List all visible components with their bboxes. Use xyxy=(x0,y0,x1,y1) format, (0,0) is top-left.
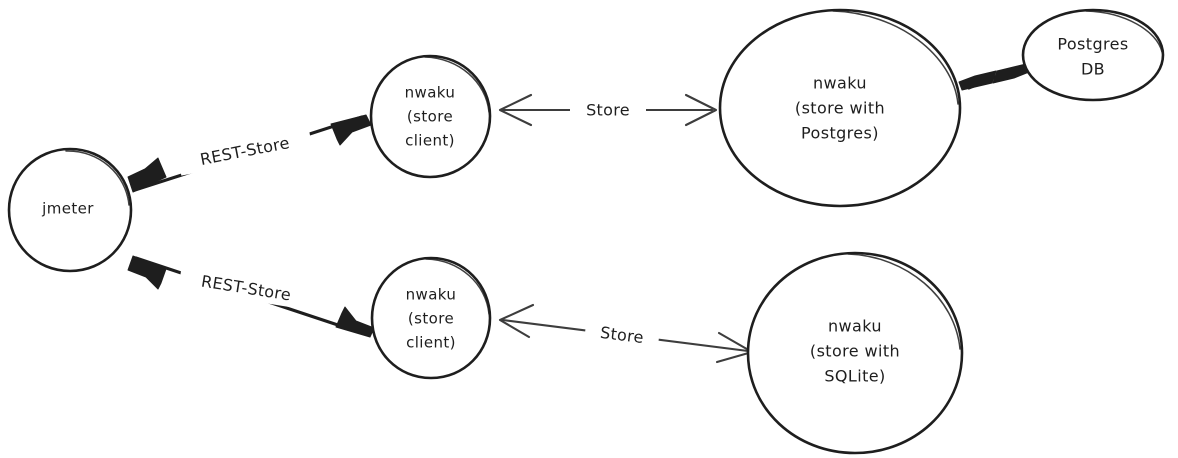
arrowhead-end xyxy=(330,114,372,146)
label-backdrop xyxy=(570,98,646,122)
node-label-line-2: (store xyxy=(407,108,453,126)
node-label-jmeter: jmeter xyxy=(41,200,94,218)
arrowhead-start xyxy=(127,255,167,290)
arrowhead-start xyxy=(498,93,533,127)
arrowhead-end xyxy=(684,93,718,127)
node-label-line-2: (store xyxy=(408,310,454,328)
edge-client-top-to-postgres-node[interactable]: Store xyxy=(498,93,718,127)
node-label-line-2: DB xyxy=(1081,60,1105,79)
edge-jmeter-to-client-top[interactable]: REST-Store xyxy=(127,114,372,193)
node-nwaku-store-postgres[interactable]: nwaku (store with Postgres) xyxy=(718,8,962,208)
arrowhead-end xyxy=(335,306,375,338)
node-shape-ellipse xyxy=(718,8,962,208)
node-label-line-3: client) xyxy=(406,334,456,352)
node-shape-sketch-overlay xyxy=(847,253,961,350)
edge-label-group: REST-Store xyxy=(178,265,315,311)
node-postgres-db[interactable]: Postgres DB xyxy=(1021,8,1165,102)
node-shape-ellipse xyxy=(1021,8,1165,102)
node-shape-circle xyxy=(369,54,492,179)
node-label-line-2: (store with xyxy=(795,99,885,118)
edge-client-bottom-to-sqlite-node[interactable]: Store xyxy=(498,303,754,364)
arrowhead-start xyxy=(498,303,535,339)
label-backdrop xyxy=(178,265,315,311)
node-shape-sketch-overlay xyxy=(424,56,490,113)
node-label-line-3: client) xyxy=(405,132,455,150)
edge-jmeter-to-client-bottom[interactable]: REST-Store xyxy=(127,255,375,338)
node-shape-circle xyxy=(370,256,492,380)
node-shape-sketch-overlay xyxy=(425,258,490,315)
edge-label-group: REST-Store xyxy=(176,126,313,176)
node-jmeter[interactable]: jmeter xyxy=(7,147,133,273)
node-nwaku-store-sqlite[interactable]: nwaku (store with SQLite) xyxy=(746,251,964,455)
edge-label-group: Store xyxy=(583,318,661,352)
node-label-line-3: Postgres) xyxy=(801,124,879,143)
node-nwaku-store-client-top[interactable]: nwaku (store client) xyxy=(369,54,492,179)
label-backdrop xyxy=(176,126,313,176)
node-label-line-1: nwaku xyxy=(828,317,882,336)
arrowhead-end xyxy=(992,63,1030,84)
edge-label-store-top: Store xyxy=(586,101,630,120)
edge-postgres-node-to-db[interactable] xyxy=(958,63,1030,91)
node-label-line-3: SQLite) xyxy=(824,367,885,386)
node-shape-circle xyxy=(746,251,964,455)
arrowhead-start xyxy=(127,157,167,193)
node-shape-sketch-overlay xyxy=(65,150,130,206)
node-label-line-1: nwaku xyxy=(406,286,457,304)
edge-label-rest-store-top: REST-Store xyxy=(198,133,291,169)
node-label-line-1: nwaku xyxy=(405,84,456,102)
node-label-line-2: (store with xyxy=(810,342,900,361)
node-shape-sketch-overlay xyxy=(1085,10,1163,53)
node-shape-circle xyxy=(7,147,133,273)
node-label-line-1: Postgres xyxy=(1057,35,1128,54)
label-backdrop xyxy=(583,318,661,352)
arrowhead-start xyxy=(958,70,997,91)
node-shape-sketch-overlay xyxy=(832,10,959,105)
node-nwaku-store-client-bottom[interactable]: nwaku (store client) xyxy=(370,256,492,380)
node-label-line-1: nwaku xyxy=(813,74,867,93)
